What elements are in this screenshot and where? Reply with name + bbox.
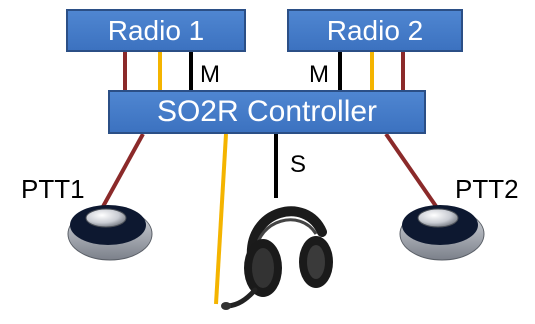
speaker-label: S (290, 151, 307, 178)
mic-wire (214, 133, 228, 305)
ptt2-wire (384, 132, 442, 214)
radio2-box: Radio 2 (287, 9, 463, 52)
mic-label-right: M (309, 61, 329, 88)
radio1-label: Radio 1 (107, 14, 205, 46)
radio2-label: Radio 2 (326, 14, 424, 46)
headset-icon (221, 206, 333, 310)
controller-label: SO2R Controller (156, 95, 378, 128)
so2r-controller-box: SO2R Controller (108, 90, 426, 134)
ptt2-footswitch-icon (399, 205, 485, 261)
mic-label-left: M (200, 61, 220, 88)
radio1-box: Radio 1 (66, 9, 246, 52)
ptt1-footswitch-icon (67, 205, 153, 261)
ptt1-label: PTT1 (21, 174, 85, 204)
ptt2-label: PTT2 (455, 174, 519, 204)
ptt1-wire (98, 133, 145, 213)
